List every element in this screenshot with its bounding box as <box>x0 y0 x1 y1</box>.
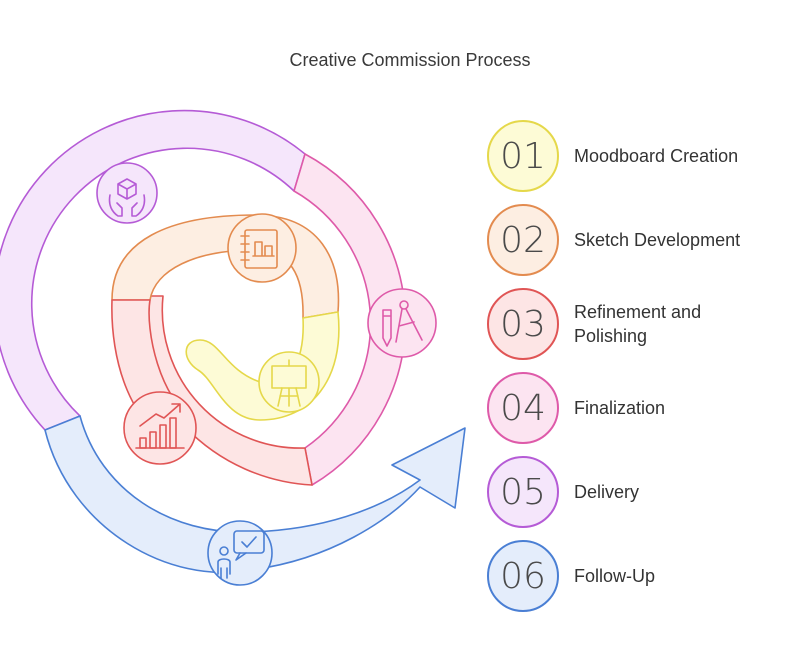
step-6-label: Follow-Up <box>574 566 656 586</box>
step-2-number: 02 <box>487 204 559 276</box>
step-5-label: Delivery <box>574 482 640 502</box>
step-2: 02 Sketch Development <box>487 204 787 276</box>
step-5-number: 05 <box>487 456 559 528</box>
step-1-label: Moodboard Creation <box>574 146 739 166</box>
step-3: 03 Refinement and Polishing <box>487 288 787 360</box>
step-1-number: 01 <box>487 120 559 192</box>
chart-growth-icon <box>123 391 197 465</box>
step-3-number: 03 <box>487 288 559 360</box>
step-6: 06 Follow-Up <box>487 540 787 612</box>
spiral-segment-follow-up-arrow <box>44 415 466 574</box>
easel-icon <box>258 351 320 413</box>
pen-compass-icon <box>367 288 437 358</box>
step-2-label: Sketch Development <box>574 230 741 250</box>
box-in-hands-icon <box>96 162 158 224</box>
spiral-segment-moodboard <box>185 311 340 421</box>
step-4: 04 Finalization <box>487 372 787 444</box>
person-chat-check-icon <box>207 520 273 586</box>
step-3-label: Refinement and Polishing <box>574 302 702 346</box>
diagram-title: Creative Commission Process <box>289 50 531 70</box>
step-6-number: 06 <box>487 540 559 612</box>
step-4-number: 04 <box>487 372 559 444</box>
sketchbook-icon <box>227 213 297 283</box>
step-4-label: Finalization <box>574 398 666 418</box>
spiral-segment-finalization <box>293 153 407 486</box>
step-1: 01 Moodboard Creation <box>487 120 787 192</box>
step-5: 05 Delivery <box>487 456 787 528</box>
